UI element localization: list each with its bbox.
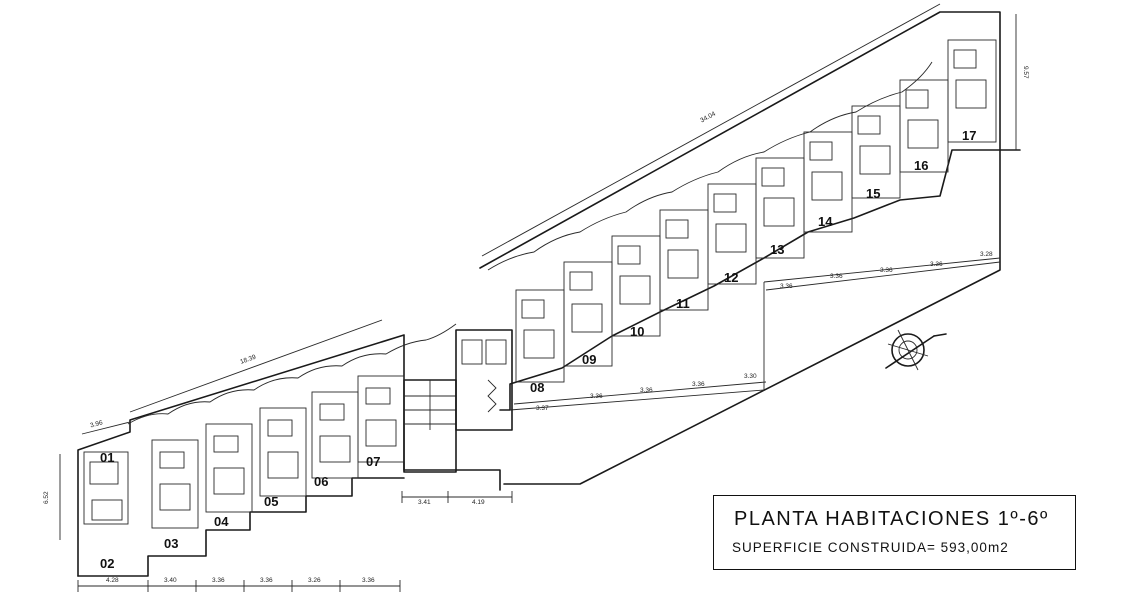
room-label: 04 (214, 514, 229, 529)
dimension-label: 4.28 (106, 577, 119, 584)
dimension-label: 3.96 (89, 419, 103, 429)
room-label: 03 (164, 536, 178, 551)
dimension-label: 3.36 (930, 261, 943, 268)
room-label: 13 (770, 242, 784, 257)
dimension-label: 34.04 (699, 110, 717, 124)
dimension-label: 3.41 (418, 499, 431, 506)
room-label: 17 (962, 128, 976, 143)
room-label: 08 (530, 380, 544, 395)
dimension-label: 3.28 (980, 251, 993, 258)
dimension-label: 3.36 (692, 381, 705, 388)
room-label: 01 (100, 450, 114, 465)
dimension-label: 3.36 (640, 387, 653, 394)
dimension-label: 4.19 (472, 499, 485, 506)
north-arrow-compass-icon (885, 329, 947, 371)
dimension-label: 3.30 (744, 373, 757, 380)
title-block: PLANTA HABITACIONES 1º-6º SUPERFICIE CON… (713, 495, 1076, 570)
left-wing-units (83, 375, 405, 529)
right-wing-units (515, 39, 997, 383)
room-label: 11 (676, 296, 690, 311)
dimension-label: 3.36 (880, 267, 893, 274)
room-label: 05 (264, 494, 278, 509)
room-labels: 01 02 03 04 05 06 07 08 09 10 11 12 13 1… (100, 128, 976, 571)
dimension-label: 9.57 (1022, 66, 1029, 79)
dimension-label: 3.26 (308, 577, 321, 584)
room-label: 02 (100, 556, 114, 571)
building-outline (77, 11, 1021, 577)
plan-title: PLANTA HABITACIONES 1º-6º (734, 508, 1049, 530)
room-label: 07 (366, 454, 380, 469)
room-label: 06 (314, 474, 328, 489)
room-label: 15 (866, 186, 880, 201)
dimension-label: 3.36 (362, 577, 375, 584)
room-label: 10 (630, 324, 644, 339)
dimension-label: 3.40 (164, 577, 177, 584)
dimension-lines (59, 3, 1017, 592)
dimension-label: 3.36 (260, 577, 273, 584)
dimension-label: 3.36 (830, 273, 843, 280)
room-label: 09 (582, 352, 596, 367)
dimension-label: 18.39 (239, 354, 257, 366)
dimension-label: 3.36 (590, 393, 603, 400)
dimension-label: 3.36 (212, 577, 225, 584)
plan-subtitle: SUPERFICIE CONSTRUIDA= 593,00m2 (732, 540, 1009, 555)
room-label: 12 (724, 270, 738, 285)
room-label: 16 (914, 158, 928, 173)
dimension-label: 6.52 (43, 491, 50, 504)
room-label: 14 (818, 214, 833, 229)
dimension-label: 3.36 (780, 283, 793, 290)
dimension-label: 3.37 (536, 405, 549, 412)
